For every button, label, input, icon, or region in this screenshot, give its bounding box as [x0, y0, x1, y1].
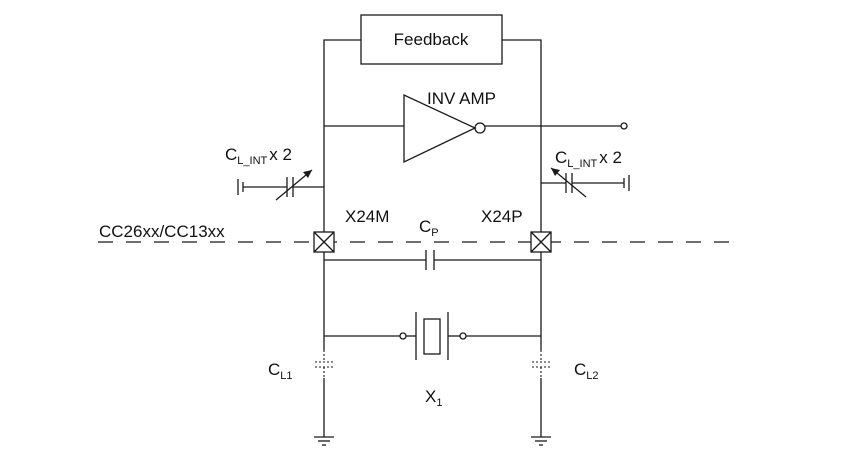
ground-left-icon — [314, 436, 334, 446]
chip-label: CC26xx/CC13xx — [99, 222, 225, 241]
ground-right-icon — [531, 436, 551, 446]
svg-text:X1: X1 — [425, 387, 442, 409]
amplifier-label: INV AMP — [427, 89, 496, 108]
pin-x24m: X24M — [313, 207, 389, 253]
inverter-bubble — [474, 122, 486, 134]
svg-text:CL1: CL1 — [268, 360, 293, 382]
parasitic-cap: CP — [419, 217, 439, 270]
output-terminal — [620, 122, 628, 130]
feedback-label: Feedback — [394, 30, 469, 49]
wires — [323, 39, 621, 437]
chip-boundary: CC26xx/CC13xx — [98, 222, 730, 243]
load-cap-1: CL1 — [268, 350, 333, 382]
svg-text:CP: CP — [419, 217, 439, 239]
load-cap-2: CL2 — [532, 350, 599, 382]
pin-x24m-label: X24M — [345, 207, 389, 226]
pin-x24p: X24P — [481, 207, 552, 253]
pin-x24p-label: X24P — [481, 207, 523, 226]
feedback-block: Feedback — [360, 14, 503, 65]
crystal: X1 — [399, 312, 467, 409]
inverting-amplifier: INV AMP — [403, 89, 496, 164]
svg-text:CL2: CL2 — [574, 360, 599, 382]
